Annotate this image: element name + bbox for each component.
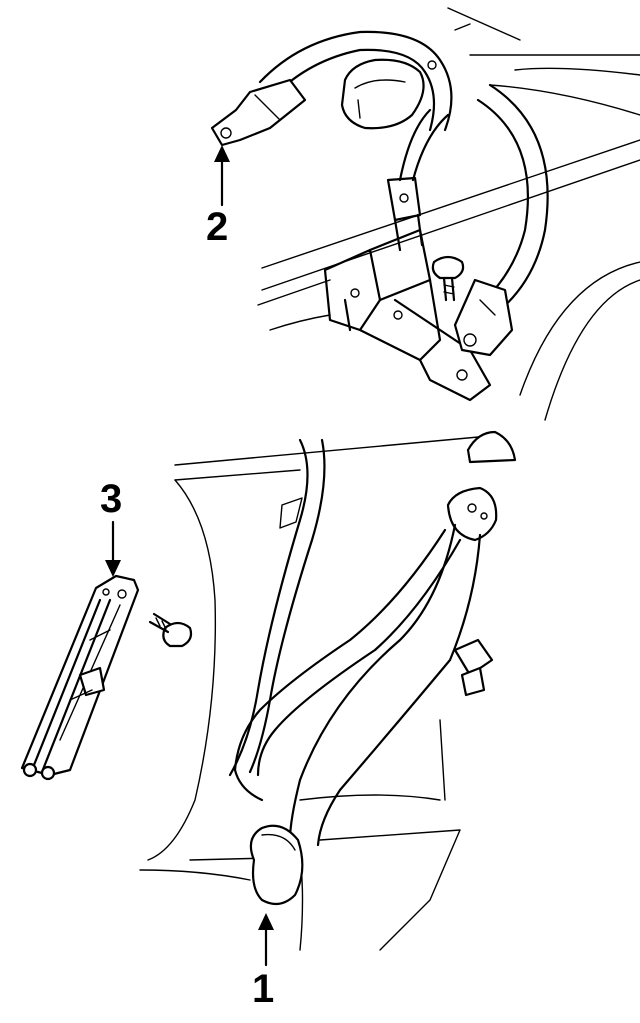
callout-2: 2 [206, 145, 230, 249]
callout-3-label: 3 [100, 477, 122, 521]
callout-2-label: 2 [206, 205, 228, 249]
mounting-bolt-lower [148, 612, 193, 648]
callout-3: 3 [100, 477, 122, 577]
callout-1-label: 1 [252, 967, 274, 1011]
lower-retractor-assembly [139, 430, 517, 951]
callout-1: 1 [252, 913, 274, 1011]
upper-buckle-assembly [210, 7, 640, 421]
side-trim-part [20, 574, 140, 781]
